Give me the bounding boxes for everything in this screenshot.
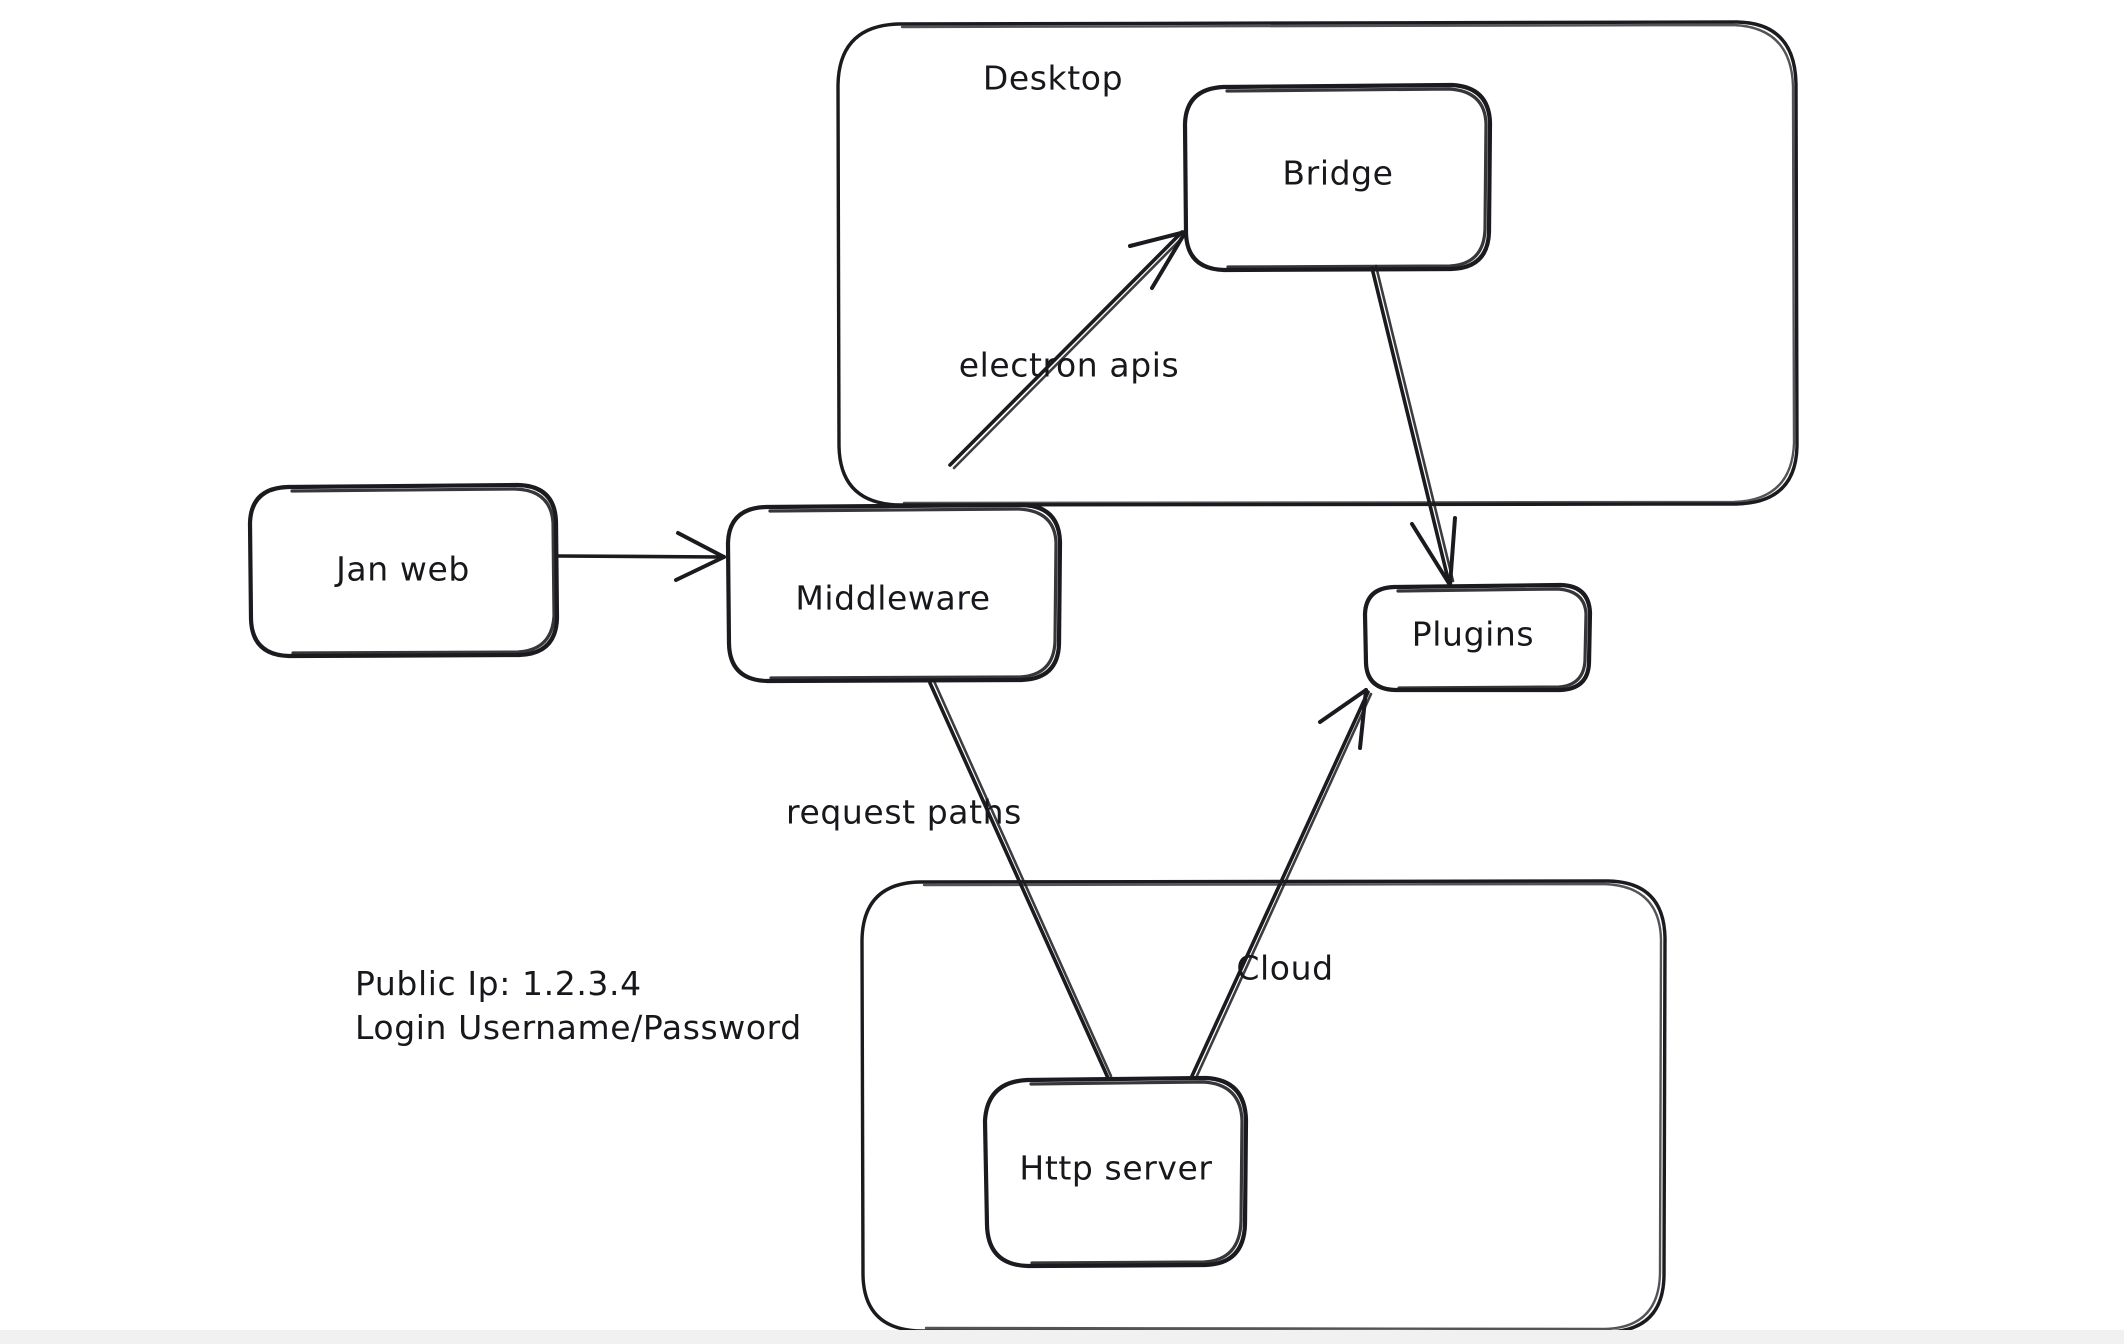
node-label-jan-web: Jan web (336, 549, 470, 589)
note-line-public-ip: Public Ip: 1.2.3.4 (355, 964, 642, 1003)
edge-label-electron-apis: electron apis (958, 345, 1180, 385)
node-bridge-shape[interactable] (1182, 82, 1493, 273)
node-label-http-server: Http server (1019, 1148, 1213, 1188)
node-label-middleware: Middleware (795, 578, 991, 618)
edge-http-server-to-plugins[interactable] (1190, 688, 1373, 1080)
node-plugins-shape[interactable] (1362, 582, 1593, 693)
edge-label-cloud: Cloud (1236, 948, 1334, 988)
edge-label-request-paths: request paths (786, 792, 1022, 832)
connection-note: Public Ip: 1.2.3.4 Login Username/Passwo… (355, 962, 802, 1049)
group-label-desktop: Desktop (982, 58, 1124, 98)
edge-bridge-to-plugins[interactable] (1370, 264, 1457, 587)
node-label-plugins: Plugins (1411, 614, 1535, 654)
node-middleware-shape[interactable] (725, 502, 1063, 684)
node-label-bridge: Bridge (1282, 153, 1394, 193)
edge-jan-web-to-middleware[interactable] (556, 531, 726, 582)
bottom-strip (0, 1330, 2124, 1344)
edge-middleware-to-http-server[interactable] (928, 679, 1113, 1080)
group-desktop-shape[interactable] (836, 20, 1799, 507)
node-http-server-shape[interactable] (982, 1075, 1249, 1269)
node-jan-web-shape[interactable] (247, 482, 560, 659)
note-line-login: Login Username/Password (355, 1007, 802, 1047)
edge-middleware-to-bridge[interactable] (948, 229, 1188, 470)
